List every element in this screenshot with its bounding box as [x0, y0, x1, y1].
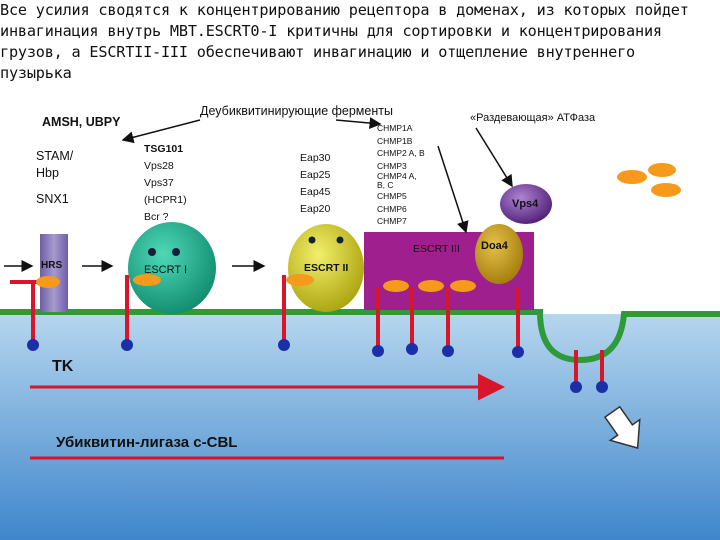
doa4-enzyme: [475, 224, 523, 284]
escrt1-item-hcpr1: (HCPR1): [144, 194, 187, 206]
receptors: [31, 275, 604, 384]
chmp-item-1a: CHMP1A: [377, 123, 413, 133]
chmp-list: CHMP1A CHMP1B CHMP2 A, B CHMP3 CHMP4 A, …: [377, 122, 425, 228]
endosome-membrane: [0, 309, 720, 364]
chmp-item-7: CHMP7: [377, 216, 407, 226]
escrt2-label: ESCRT II: [304, 262, 349, 274]
chmp-item-4a: CHMP4 A,: [377, 171, 417, 181]
amsh-label: AMSH, UBPY: [42, 115, 121, 129]
escrt1-item-vps37: Vps37: [144, 177, 174, 189]
slide-title: Все усилия сводятся к концентрированию р…: [0, 1, 689, 82]
escrt2-complex: [288, 224, 364, 312]
chmp-item-4bc: B, C: [377, 180, 394, 190]
vps4-label: Vps4: [512, 198, 539, 210]
escrt1-eye-left: [148, 248, 156, 256]
chmp-item-3: CHMP3: [377, 160, 407, 171]
escrt3-label: ESCRT III: [413, 243, 460, 255]
chmp-item-5: CHMP5: [377, 191, 407, 201]
snx1-label: SNX1: [36, 192, 69, 206]
eap-item-25: Eap25: [300, 169, 331, 181]
escrt1-item-vps28: Vps28: [144, 160, 174, 172]
tk-label: TK: [52, 358, 74, 375]
ligase-label: Убиквитин-лигаза с-CBL: [56, 434, 238, 451]
deubiquitinating-label: Деубиквитинирующие ферменты: [200, 104, 393, 118]
hrs-label: HRS: [41, 260, 63, 271]
chmp-item-6: CHMP6: [377, 203, 407, 214]
escrt2-eye-right: [336, 236, 344, 244]
doa4-label: Doa4: [481, 240, 508, 252]
chmp-item-1b: CHMP1B: [377, 135, 413, 146]
ubiquitin-tags: [36, 163, 681, 292]
escrt2-eye-left: [308, 236, 316, 244]
eap-item-20: Eap20: [300, 203, 331, 215]
receptor-heads: [27, 339, 608, 393]
escrt1-item-bcr: Bcr ?: [144, 211, 169, 223]
eap-list: Eap30 Eap25 Eap45 Eap20: [300, 150, 330, 218]
escrt1-complex: [128, 222, 216, 314]
vps4-atpase: [500, 184, 552, 224]
eap-item-30: Eap30: [300, 152, 331, 164]
atpase-label: «Раздевающая» АТФаза: [470, 112, 596, 124]
escrt1-item-tsg101: TSG101: [144, 143, 184, 155]
escrt1-list: TSG101 Vps28 Vps37 (HCPR1) Bcr ?: [144, 141, 187, 226]
black-arrows: [4, 117, 513, 272]
stam-label: STAM/ Hbp: [36, 149, 74, 180]
escrt1-label: ESCRT I: [144, 264, 187, 276]
vesicle-release-arrow: [603, 405, 641, 449]
eap-item-45: Eap45: [300, 186, 331, 198]
chmp-item-2ab: CHMP2 A, B: [377, 148, 425, 158]
escrt1-eye-right: [172, 248, 180, 256]
hrs-protein: [40, 234, 68, 312]
